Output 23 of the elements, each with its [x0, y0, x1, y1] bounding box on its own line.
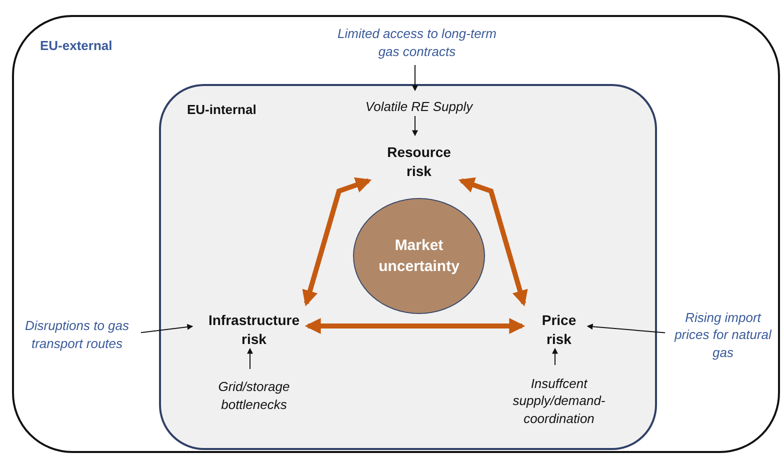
risk-label: Resource risk	[374, 142, 464, 182]
arrow	[552, 348, 558, 366]
factor-text: Volatile RE Supply	[339, 97, 499, 117]
arrow	[304, 318, 526, 334]
factor-text: Disruptions to gas transport routes	[14, 306, 140, 364]
factor-text: Insuffcent supply/demand-coordination	[489, 372, 629, 430]
arrow	[302, 177, 372, 306]
arrow	[458, 177, 528, 306]
arrow	[140, 324, 194, 334]
arrow	[412, 64, 418, 92]
factor-text: Limited access to long-term gas contracts	[332, 22, 502, 64]
region-frame	[12, 15, 780, 453]
arrow	[412, 116, 418, 136]
center-ellipse: Market uncertainty	[353, 198, 485, 314]
risk-label: Price risk	[529, 310, 589, 350]
region-panel	[159, 84, 657, 450]
region-title: EU-external	[40, 38, 112, 53]
risk-label: Infrastructure risk	[199, 310, 309, 350]
region-title: EU-internal	[187, 102, 256, 117]
factor-text: Grid/storage bottlenecks	[194, 376, 314, 416]
arrow	[586, 324, 666, 334]
arrow	[247, 348, 253, 370]
factor-text: Rising import prices for natural gas	[670, 306, 776, 364]
